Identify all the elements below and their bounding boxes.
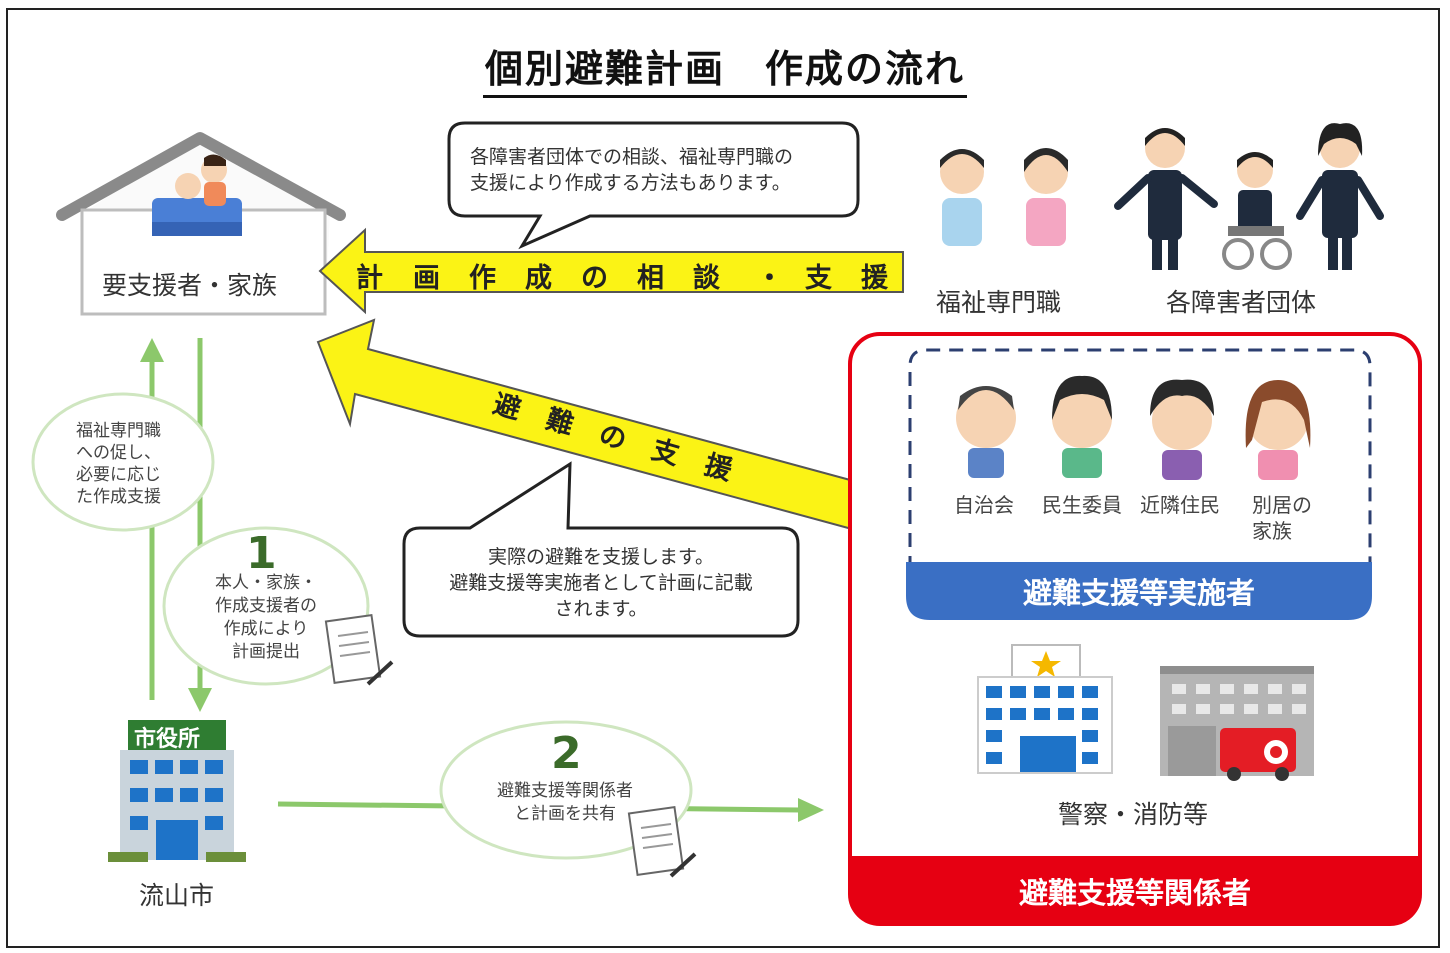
step1-circle [162, 526, 370, 686]
step2-number: 2 [551, 728, 582, 779]
page-title: 個別避難計画 作成の流れ [0, 38, 1450, 98]
city-hall-icon [108, 720, 246, 862]
document-pen-icon-2 [627, 805, 697, 878]
middle-bubble-text: 実際の避難を支援します。 避難支援等実施者として計画に記載 されます。 [404, 544, 798, 622]
arrow-char: の [581, 263, 608, 294]
prompt-line: 必要に応じ [76, 465, 161, 485]
city-label: 流山市 [139, 881, 215, 910]
step1-line: 作成により [223, 619, 309, 639]
prompt-circle [31, 392, 215, 532]
step1-line: 本人・家族・ [215, 573, 317, 593]
step2-line: 避難支援等関係者 [497, 781, 633, 801]
house-icon [56, 132, 346, 316]
middle-bubble-line: されます。 [554, 598, 648, 620]
member-label-welfare-commissioner: 民生委員 [1042, 493, 1122, 517]
top-bubble-text: 各障害者団体での相談、福祉専門職の 支援により作成する方法もあります。 [470, 144, 793, 196]
city-hall-sign: 市役所 [134, 727, 201, 752]
arrow-char: ・ [756, 263, 783, 294]
implementer-band-label: 避難支援等実施者 [1022, 576, 1255, 610]
member-label-neighbors: 近隣住民 [1140, 493, 1220, 517]
arrow-char: 作 [469, 263, 496, 294]
implementer-group-outline [908, 348, 1372, 570]
disability-groups-label: 各障害者団体 [1166, 288, 1317, 317]
prompt-line: への促し、 [76, 443, 161, 463]
related-frame [848, 332, 1422, 926]
fire-station-icon [1160, 666, 1314, 781]
community-people-icon [956, 375, 1311, 480]
welfare-staff-icon [940, 148, 1068, 246]
member-label-family: 家族 [1252, 519, 1292, 543]
step1-number: 1 [246, 528, 277, 579]
top-bubble-line: 支援により作成する方法もあります。 [470, 172, 791, 194]
arrow-char: 画 [413, 263, 440, 294]
arrow-char: 談 [693, 263, 720, 294]
middle-bubble-line: 実際の避難を支援します。 [487, 546, 715, 568]
step2-circle [439, 720, 693, 860]
disability-group-icon [1114, 123, 1384, 270]
step1-line: 計画提出 [232, 642, 300, 662]
related-band-label: 避難支援等関係者 [1018, 876, 1251, 910]
plan-support-arrow [318, 227, 904, 315]
step1-line: 作成支援者の [215, 596, 317, 616]
step1-text: 本人・家族・ 作成支援者の 作成により 計画提出 [202, 572, 330, 664]
page-title-text: 個別避難計画 作成の流れ [482, 47, 967, 98]
police-fire-label: 警察・消防等 [1058, 800, 1209, 829]
prompt-circle-text: 福祉専門職 への促し、 必要に応じ た作成支援 [76, 420, 161, 508]
outer-frame [6, 8, 1440, 948]
prompt-line: た作成支援 [76, 487, 161, 507]
implementer-band [906, 562, 1372, 620]
arrow-char: 支 [805, 263, 832, 294]
middle-speech-bubble [402, 461, 800, 638]
arrow-char: 援 [861, 263, 888, 294]
top-bubble-line: 各障害者団体での相談、福祉専門職の [470, 146, 794, 168]
top-speech-bubble [447, 121, 860, 250]
prompt-line: 福祉専門職 [76, 421, 161, 441]
middle-bubble-line: 避難支援等実施者として計画に記載 [449, 572, 753, 594]
member-label-neighborhood-assoc: 自治会 [954, 493, 1014, 517]
welfare-professional-label: 福祉専門職 [936, 288, 1062, 317]
arrow-char: 相 [637, 263, 664, 294]
police-station-icon [977, 644, 1113, 774]
member-label-separate-family: 別居の [1252, 493, 1312, 517]
arrow-char: 成 [525, 263, 552, 294]
arrow-char: 計 [356, 263, 383, 294]
step2-text: 避難支援等関係者 と計画を共有 [480, 780, 650, 826]
document-pen-icon [324, 613, 394, 686]
household-label: 要支援者・家族 [102, 271, 278, 300]
step2-line: と計画を共有 [514, 804, 616, 824]
related-band [850, 856, 1420, 924]
